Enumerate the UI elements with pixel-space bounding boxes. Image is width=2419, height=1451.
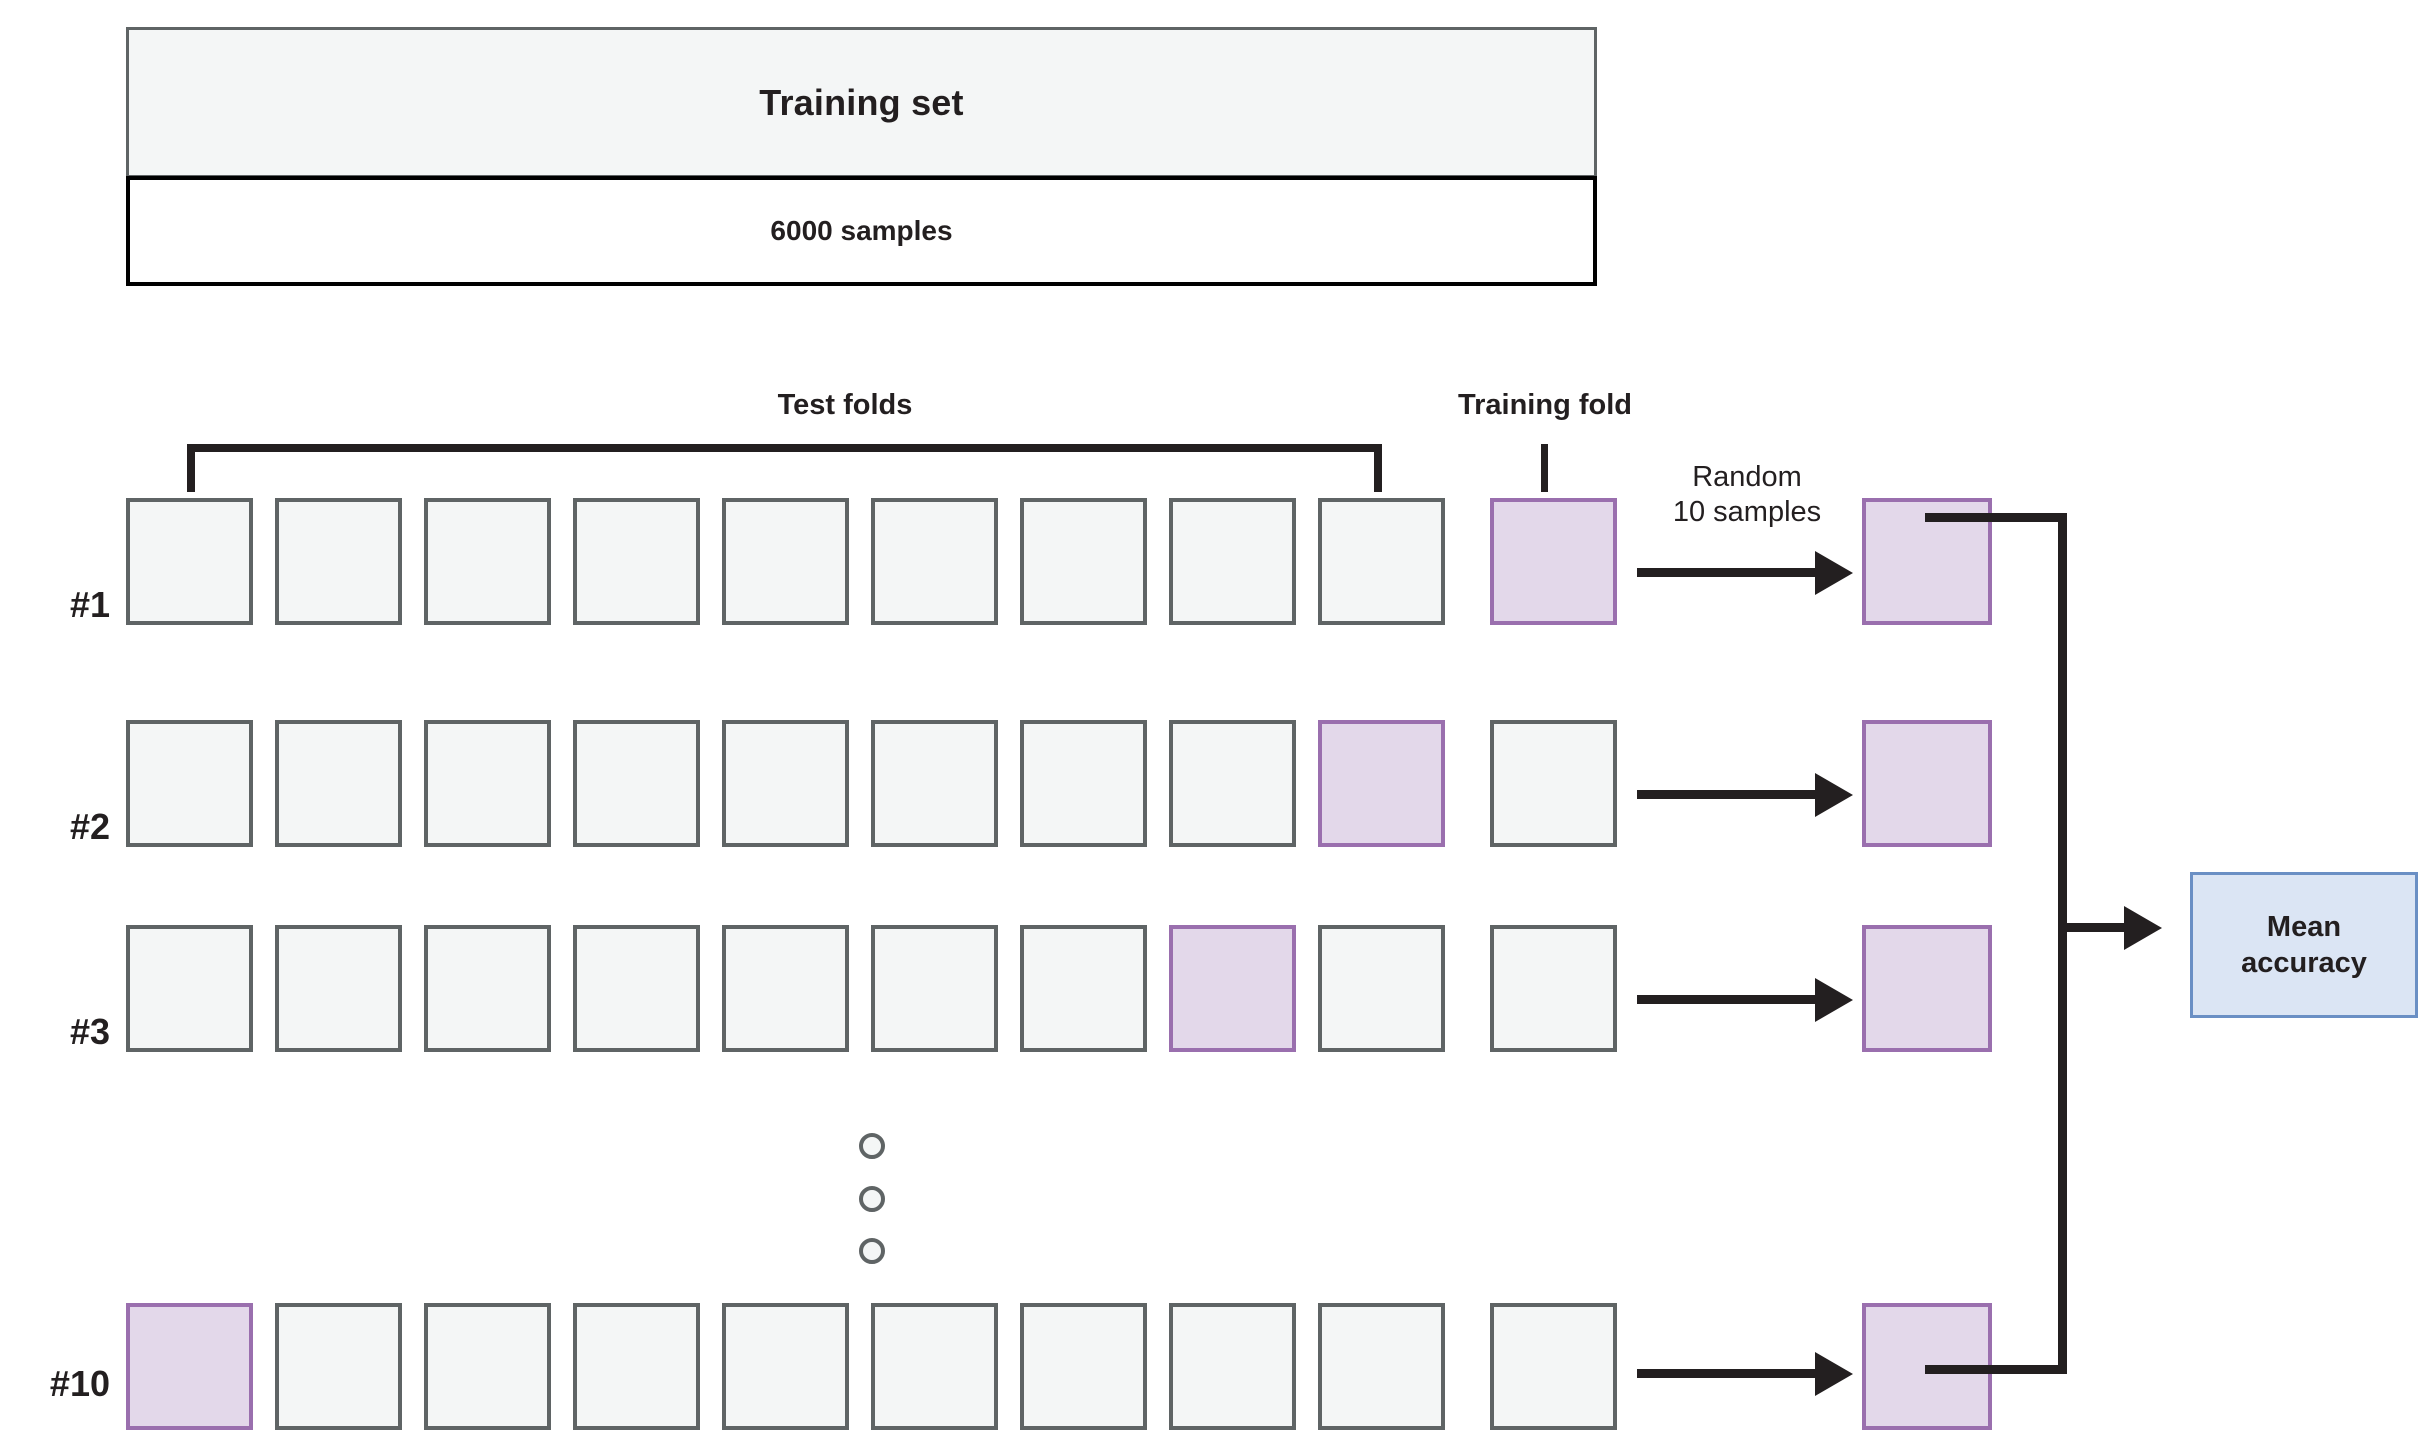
fold-cell[interactable] xyxy=(573,1303,700,1430)
fold-cell[interactable] xyxy=(1318,498,1445,625)
aggregate-bracket-spine xyxy=(2058,513,2067,1374)
sampled-fold-result[interactable] xyxy=(1862,925,1992,1052)
fold-cell[interactable] xyxy=(1169,498,1296,625)
training-set-sample-count: 6000 samples xyxy=(770,215,953,246)
test-folds-bracket-horizontal xyxy=(187,444,1382,452)
fold-row-label-3: #3 xyxy=(69,1011,110,1052)
fold-cell[interactable] xyxy=(573,925,700,1052)
mean-accuracy-label-line1: Mean xyxy=(2266,910,2342,943)
training-set-title: Training set xyxy=(759,81,964,123)
ellipsis-dot xyxy=(859,1186,885,1212)
training-set-block: Training set 6000 samples xyxy=(126,27,1597,286)
row-arrow-head-2 xyxy=(1815,773,1853,817)
fold-cell[interactable] xyxy=(871,1303,998,1430)
fold-cell[interactable] xyxy=(424,498,551,625)
row-arrow-shaft-2 xyxy=(1637,790,1817,799)
fold-cell[interactable] xyxy=(573,498,700,625)
fold-cell[interactable] xyxy=(1490,1303,1617,1430)
training-set-samples-box: 6000 samples xyxy=(126,176,1597,286)
fold-cell[interactable] xyxy=(1020,1303,1147,1430)
fold-cell[interactable] xyxy=(871,720,998,847)
fold-row-label-2: #2 xyxy=(69,806,110,847)
fold-cell[interactable] xyxy=(126,925,253,1052)
fold-cell[interactable] xyxy=(871,925,998,1052)
fold-cell[interactable] xyxy=(1490,925,1617,1052)
fold-cell[interactable] xyxy=(1169,1303,1296,1430)
row-arrow-shaft-1 xyxy=(1637,568,1817,577)
fold-cell[interactable] xyxy=(126,720,253,847)
row-arrow-head-10 xyxy=(1815,1352,1853,1396)
aggregate-arrow-head xyxy=(2124,906,2162,950)
fold-cell[interactable] xyxy=(722,1303,849,1430)
fold-cell[interactable] xyxy=(1169,720,1296,847)
aggregate-bracket-top xyxy=(1925,513,2067,522)
fold-cell[interactable] xyxy=(424,720,551,847)
row-arrow-head-1 xyxy=(1815,551,1853,595)
fold-cell-training[interactable] xyxy=(1169,925,1296,1052)
fold-cell[interactable] xyxy=(871,498,998,625)
random-samples-caption-line2: 10 samples xyxy=(1672,496,1822,529)
fold-cell[interactable] xyxy=(424,1303,551,1430)
fold-cell[interactable] xyxy=(275,720,402,847)
fold-cell[interactable] xyxy=(722,498,849,625)
random-samples-caption: Random 10 samples xyxy=(1637,460,1857,531)
fold-cell-training[interactable] xyxy=(126,1303,253,1430)
row-arrow-shaft-10 xyxy=(1637,1369,1817,1378)
fold-cell-training[interactable] xyxy=(1490,498,1617,625)
fold-cell[interactable] xyxy=(275,498,402,625)
test-folds-label: Test folds xyxy=(777,389,913,421)
fold-cell[interactable] xyxy=(126,498,253,625)
fold-cell[interactable] xyxy=(1020,925,1147,1052)
fold-cell[interactable] xyxy=(275,1303,402,1430)
fold-cell[interactable] xyxy=(722,720,849,847)
aggregate-arrow-shaft xyxy=(2066,923,2126,932)
sampled-fold-result[interactable] xyxy=(1862,720,1992,847)
training-fold-pointer-tick xyxy=(1541,444,1548,492)
training-fold-label: Training fold xyxy=(1458,389,1632,421)
fold-cell[interactable] xyxy=(722,925,849,1052)
fold-cell[interactable] xyxy=(275,925,402,1052)
fold-cell-training[interactable] xyxy=(1318,720,1445,847)
fold-cell[interactable] xyxy=(424,925,551,1052)
test-folds-bracket-right-tick xyxy=(1374,444,1382,492)
fold-row-label-1: #1 xyxy=(69,584,110,625)
fold-row-label-10: #10 xyxy=(49,1363,110,1404)
ellipsis-dot xyxy=(859,1238,885,1264)
fold-cell[interactable] xyxy=(573,720,700,847)
mean-accuracy-box[interactable]: Mean accuracy xyxy=(2190,872,2418,1018)
aggregate-bracket-bottom xyxy=(1925,1365,2067,1374)
training-set-header-box: Training set xyxy=(126,27,1597,178)
fold-cell[interactable] xyxy=(1020,720,1147,847)
fold-cell[interactable] xyxy=(1318,1303,1445,1430)
row-arrow-shaft-3 xyxy=(1637,995,1817,1004)
fold-cell[interactable] xyxy=(1490,720,1617,847)
row-arrow-head-3 xyxy=(1815,978,1853,1022)
random-samples-caption-line1: Random xyxy=(1692,461,1802,493)
fold-cell[interactable] xyxy=(1020,498,1147,625)
ellipsis-dot xyxy=(859,1133,885,1159)
fold-cell[interactable] xyxy=(1318,925,1445,1052)
test-folds-bracket-left-tick xyxy=(187,444,195,492)
mean-accuracy-label-line2: accuracy xyxy=(2241,947,2367,979)
